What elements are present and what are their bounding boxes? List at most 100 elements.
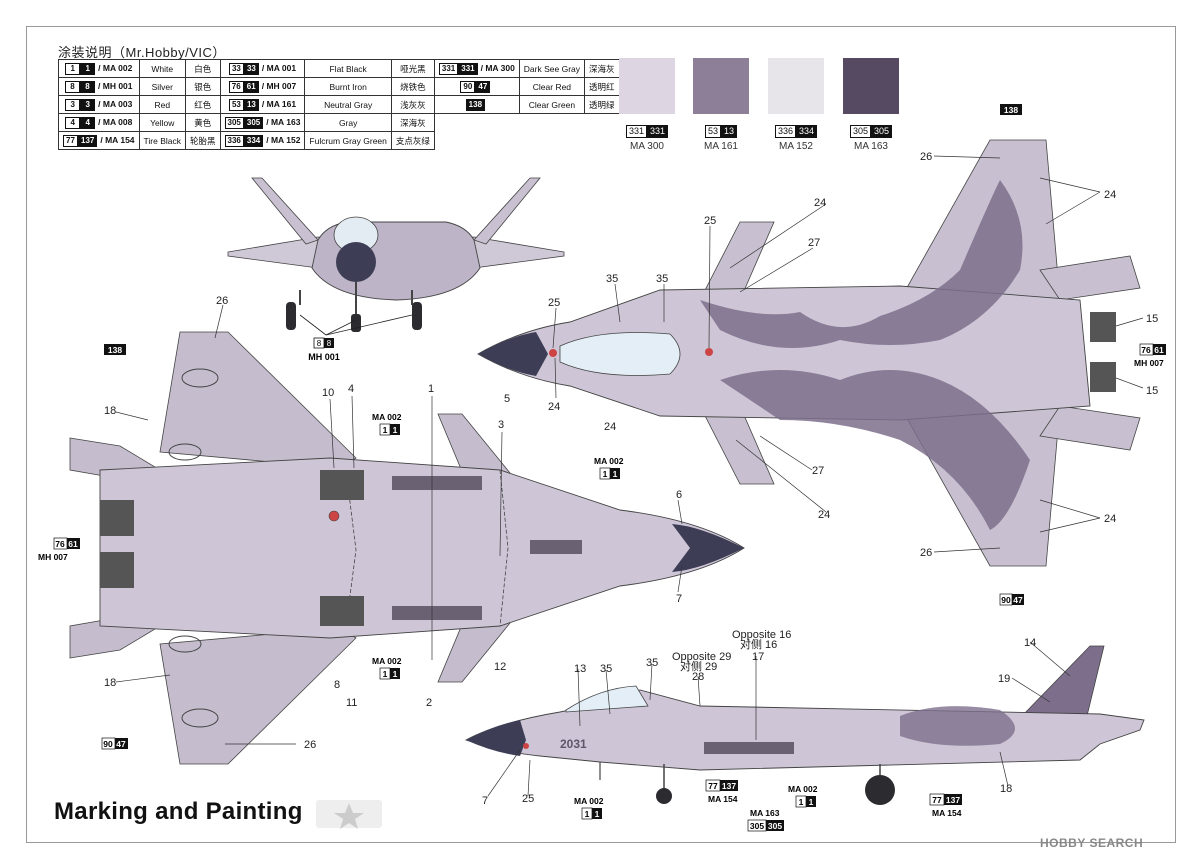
svg-text:90: 90 [1001,595,1011,605]
legend-color-name: Tire Black [138,131,187,150]
svg-text:28: 28 [692,671,704,683]
underside-view [69,331,745,765]
svg-text:对侧 29: 对侧 29 [680,659,717,673]
svg-text:MA 002: MA 002 [372,656,402,666]
svg-text:10: 10 [322,387,334,399]
front-view [227,177,565,336]
callout-lines [115,155,1144,797]
svg-text:26: 26 [920,151,932,163]
legend-color-name-cn: 透明绿 [584,95,620,114]
svg-text:24: 24 [1104,189,1116,201]
svg-text:35: 35 [646,657,658,669]
swatch-color [693,58,749,114]
svg-text:18: 18 [1000,783,1012,795]
svg-text:26: 26 [920,547,932,559]
legend-color-name: Fulcrum Gray Green [304,131,392,150]
svg-text:12: 12 [494,661,506,673]
svg-text:27: 27 [808,237,820,249]
svg-text:MA 002: MA 002 [594,456,624,466]
swatch-color [619,58,675,114]
swatch-color [843,58,899,114]
legend-color-name-cn: 支点灰绿 [390,131,435,150]
svg-text:35: 35 [606,273,618,285]
svg-text:24: 24 [818,509,830,521]
svg-text:MA 154: MA 154 [932,808,962,818]
svg-text:6: 6 [676,489,682,501]
swatch-name: MA 161 [704,141,738,152]
svg-text:47: 47 [1013,595,1023,605]
swatch-name: MA 300 [630,141,664,152]
svg-text:25: 25 [522,793,534,805]
side-main-wheel [865,775,895,805]
svg-text:2: 2 [426,697,432,709]
svg-text:MA 154: MA 154 [708,794,738,804]
svg-text:MA 002: MA 002 [372,412,402,422]
nozzle-left [100,500,134,536]
serial-number: 2031 [560,737,587,751]
svg-text:15: 15 [1146,385,1158,397]
svg-text:1: 1 [585,809,590,819]
svg-text:8: 8 [334,679,340,691]
svg-text:1: 1 [428,383,434,395]
svg-text:1: 1 [799,797,804,807]
svg-text:305: 305 [768,821,782,831]
side-nose-wheel [656,788,672,804]
svg-text:77: 77 [932,795,942,805]
svg-text:27: 27 [812,465,824,477]
legend-title: 涂装说明（Mr.Hobby/VIC） [58,45,226,60]
svg-text:76: 76 [55,539,65,549]
svg-text:1: 1 [809,797,814,807]
svg-text:1: 1 [393,425,398,435]
svg-text:14: 14 [1024,637,1036,649]
svg-text:61: 61 [1154,345,1164,355]
svg-text:MA 002: MA 002 [574,796,604,806]
svg-text:8: 8 [327,339,332,348]
front-view-paint-label: 8 8 MH 001 [308,337,340,362]
svg-text:26: 26 [216,295,228,307]
top-view-canopy [559,332,681,376]
svg-text:19: 19 [998,673,1010,685]
svg-text:13: 13 [574,663,586,675]
svg-text:77: 77 [708,781,718,791]
svg-text:1: 1 [383,425,388,435]
svg-text:137: 137 [722,781,736,791]
svg-text:24: 24 [604,421,616,433]
swatch-color [768,58,824,114]
svg-text:24: 24 [814,197,826,209]
svg-text:MA 163: MA 163 [750,808,780,818]
svg-text:1: 1 [603,469,608,479]
left-wheel [286,302,296,330]
sheet-border [26,26,1176,843]
svg-text:17: 17 [752,651,764,663]
svg-text:5: 5 [504,393,510,405]
svg-text:Opposite 16: Opposite 16 [732,629,791,641]
svg-text:137: 137 [946,795,960,805]
svg-text:7: 7 [676,593,682,605]
svg-text:25: 25 [548,297,560,309]
right-wheel [412,302,422,330]
svg-text:4: 4 [348,383,354,395]
svg-text:35: 35 [600,663,612,675]
svg-text:61: 61 [68,539,78,549]
